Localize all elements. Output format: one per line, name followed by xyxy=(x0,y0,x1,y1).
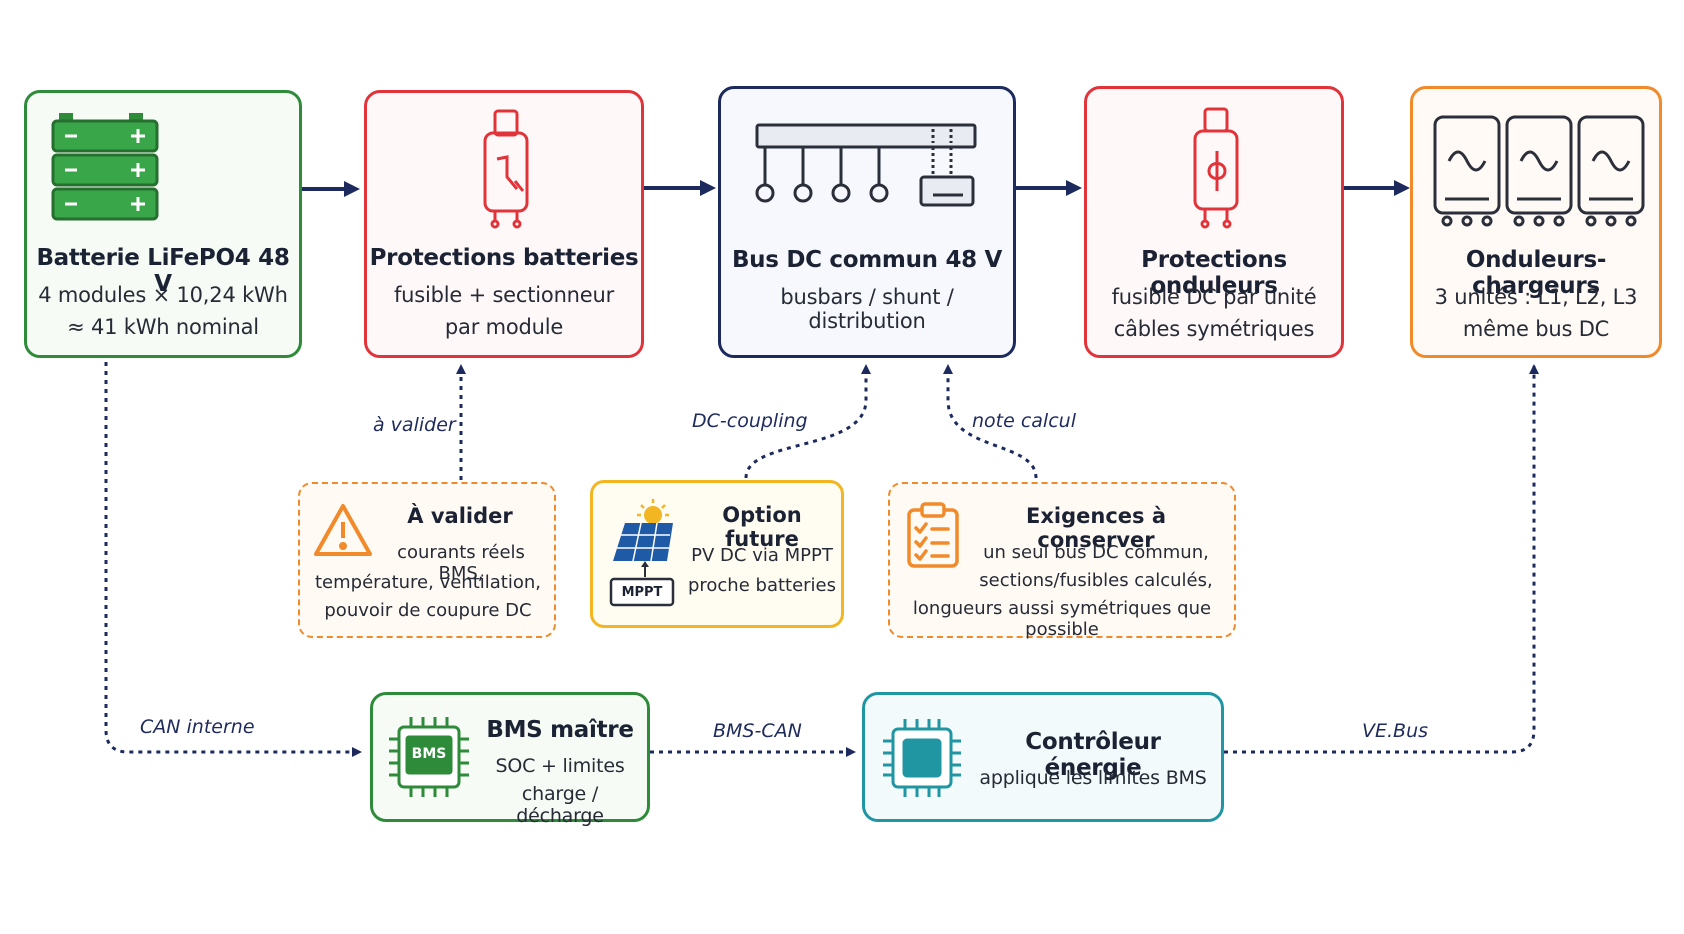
battery-line2: ≈ 41 kWh nominal xyxy=(67,315,259,339)
label-ve-bus: VE.Bus xyxy=(1362,720,1429,742)
controller-title: Contrôleur énergie xyxy=(1025,729,1161,781)
dc-bus-title: Bus DC commun 48 V xyxy=(731,247,1003,273)
bms-box: BMS BMS maître SOC + limites charge / dé… xyxy=(370,692,650,827)
note-future-option: MPPT Option future PV DC via MPPT proche… xyxy=(590,480,844,628)
bms-title: BMS maître xyxy=(486,717,634,743)
processor-chip-icon xyxy=(881,717,963,803)
label-can-interne: CAN interne xyxy=(140,716,255,738)
note-to-validate-line3: pouvoir de coupure DC xyxy=(324,600,532,621)
inverters-line1: 3 unités : L1, L2, L3 xyxy=(1434,285,1638,309)
warning-icon xyxy=(312,502,374,562)
connector-note-calcul xyxy=(943,364,1038,479)
battery-line1: 4 modules × 10,24 kWh xyxy=(38,283,288,307)
dc-bus-box: Bus DC commun 48 V busbars / shunt / dis… xyxy=(718,86,1016,358)
inverter-protection-line2: câbles symétriques xyxy=(1113,317,1315,341)
battery-protection-line1: fusible + sectionneur xyxy=(393,283,615,307)
note-future-option-title: Option future xyxy=(722,503,802,551)
note-requirements: Exigences à conserver un seul bus DC com… xyxy=(888,482,1236,640)
note-requirements-title: Exigences à conserver xyxy=(1026,504,1166,552)
dc-bus-line1: busbars / shunt / distribution xyxy=(780,285,954,333)
mppt-label: MPPT xyxy=(621,585,663,600)
fuse-disconnector-icon xyxy=(477,109,537,233)
note-requirements-line3: longueurs aussi symétriques que possible xyxy=(912,598,1212,640)
solar-panel-icon: MPPT xyxy=(607,497,681,613)
inverter-protection-title: Protections onduleurs xyxy=(1141,247,1287,299)
label-dc-coupling: DC-coupling xyxy=(692,410,808,432)
inverters-title: Onduleurs-chargeurs xyxy=(1465,247,1607,299)
label-a-valider: à valider xyxy=(373,414,456,436)
note-future-option-line1: PV DC via MPPT xyxy=(691,545,833,566)
inverters-line2: même bus DC xyxy=(1462,317,1610,341)
battery-protection-title: Protections batteries xyxy=(369,245,639,271)
note-to-validate-line2: température, ventilation, xyxy=(314,572,541,593)
checklist-icon xyxy=(906,502,960,572)
note-to-validate-line1: courants réels BMS, xyxy=(397,542,525,584)
battery-box: Batterie LiFePO4 48 V 4 modules × 10,24 … xyxy=(24,90,302,358)
bms-line1: SOC + limites xyxy=(495,755,625,777)
inverter-protection-box: Protections onduleurs fusible DC par uni… xyxy=(1084,86,1344,358)
controller-line1: applique les limites BMS xyxy=(979,767,1207,789)
inverters-box: Onduleurs-chargeurs 3 unités : L1, L2, L… xyxy=(1410,86,1662,358)
label-bms-can: BMS-CAN xyxy=(713,720,802,742)
connector-ve-bus xyxy=(1224,364,1539,754)
bms-chip-label: BMS xyxy=(411,746,447,762)
battery-protection-box: Protections batteries fusible + sectionn… xyxy=(364,90,644,358)
note-future-option-line2: proche batteries xyxy=(687,575,837,596)
fuse-icon xyxy=(1191,107,1243,235)
battery-protection-line2: par module xyxy=(444,315,564,339)
bms-line2: charge / décharge xyxy=(516,783,604,827)
note-to-validate: À valider courants réels BMS, températur… xyxy=(298,482,556,638)
battery-title: Batterie LiFePO4 48 V xyxy=(36,245,290,297)
label-note-calcul: note calcul xyxy=(972,410,1076,432)
controller-box: Contrôleur énergie applique les limites … xyxy=(862,692,1224,822)
note-requirements-line1: un seul bus DC commun, xyxy=(983,542,1209,563)
battery-stack-icon xyxy=(51,113,161,235)
bms-chip-icon: BMS xyxy=(387,715,471,803)
inverter-protection-line1: fusible DC par unité xyxy=(1111,285,1317,309)
note-to-validate-title: À valider xyxy=(407,504,513,528)
busbar-icon xyxy=(755,123,981,227)
inverter-charger-icon xyxy=(1433,115,1645,235)
note-requirements-line2: sections/fusibles calculés, xyxy=(979,570,1213,591)
